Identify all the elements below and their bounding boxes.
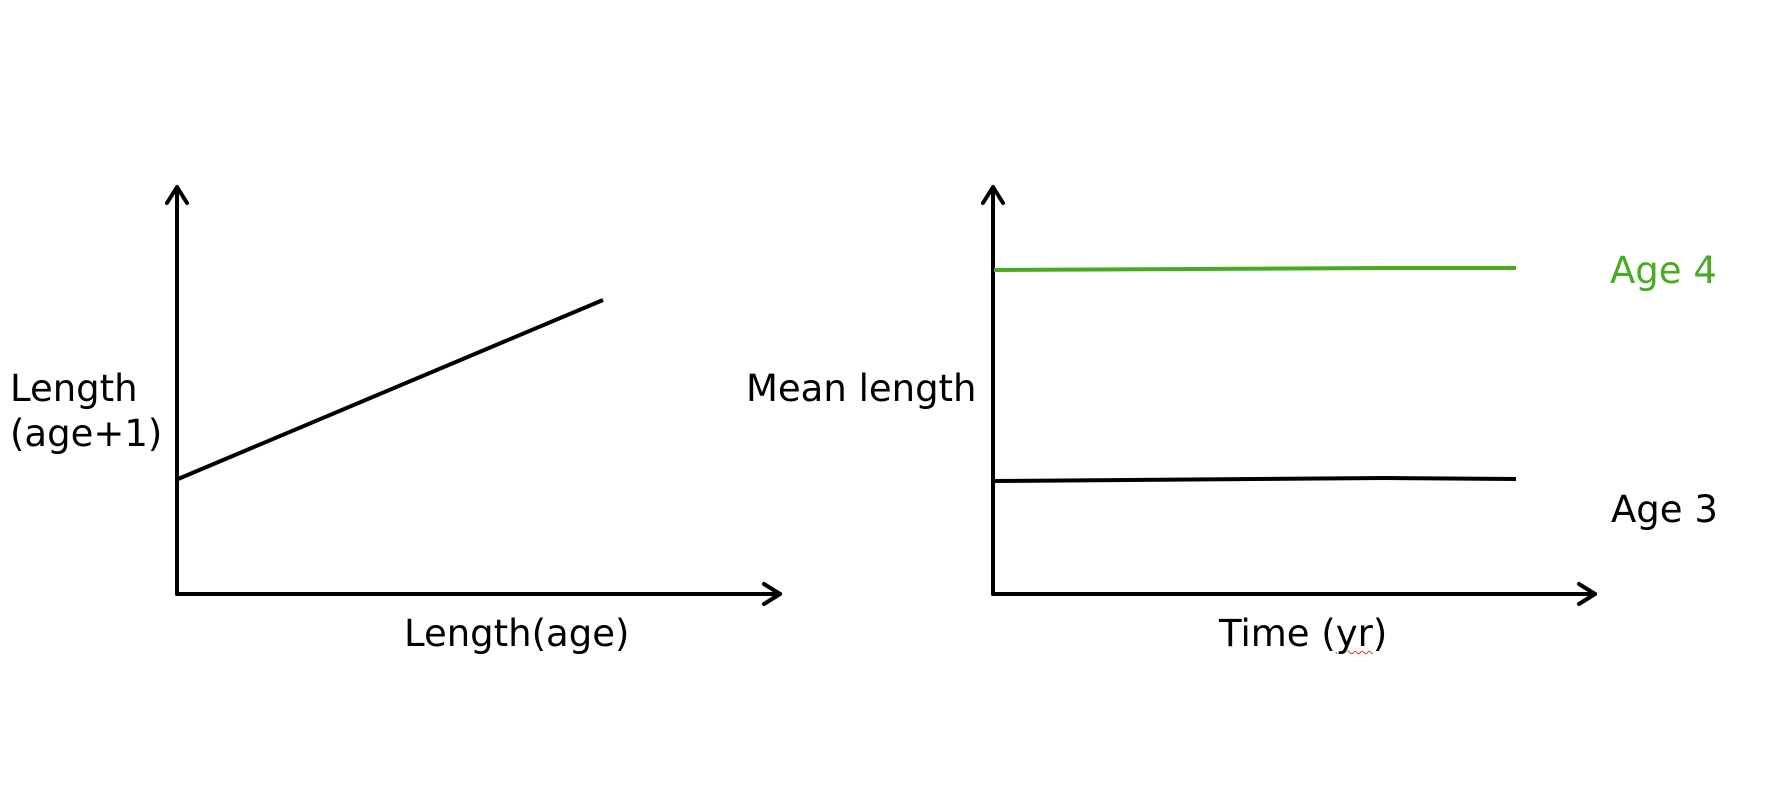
right-x-axis-label: Time (yr) [1219, 611, 1387, 656]
left-y-axis-label-line1: Length [10, 367, 138, 410]
age-4-line [993, 266, 1516, 272]
left-y-axis-label-line2: (age+1) [10, 412, 163, 455]
left-y-arrowhead [165, 185, 189, 205]
right-x-axis-label-prefix: Time ( [1219, 612, 1336, 655]
right-x-axis-label-suffix: ) [1372, 612, 1388, 655]
age-3-line [993, 475, 1517, 483]
left-x-axis-label: Length(age) [404, 612, 630, 655]
age-4-label: Age 4 [1610, 249, 1717, 292]
right-y-arrowhead [981, 185, 1005, 205]
left-x-arrowhead [762, 582, 782, 606]
left-y-axis-label: Length (age+1) [10, 366, 162, 456]
age-3-label: Age 3 [1611, 488, 1718, 531]
right-axes [981, 185, 1597, 606]
spellcheck-marked-word: yr [1335, 612, 1373, 655]
length-relationship-line [177, 298, 604, 481]
left-axes [165, 185, 782, 606]
right-y-axis-label: Mean length [746, 367, 977, 410]
right-x-arrowhead [1577, 582, 1597, 606]
